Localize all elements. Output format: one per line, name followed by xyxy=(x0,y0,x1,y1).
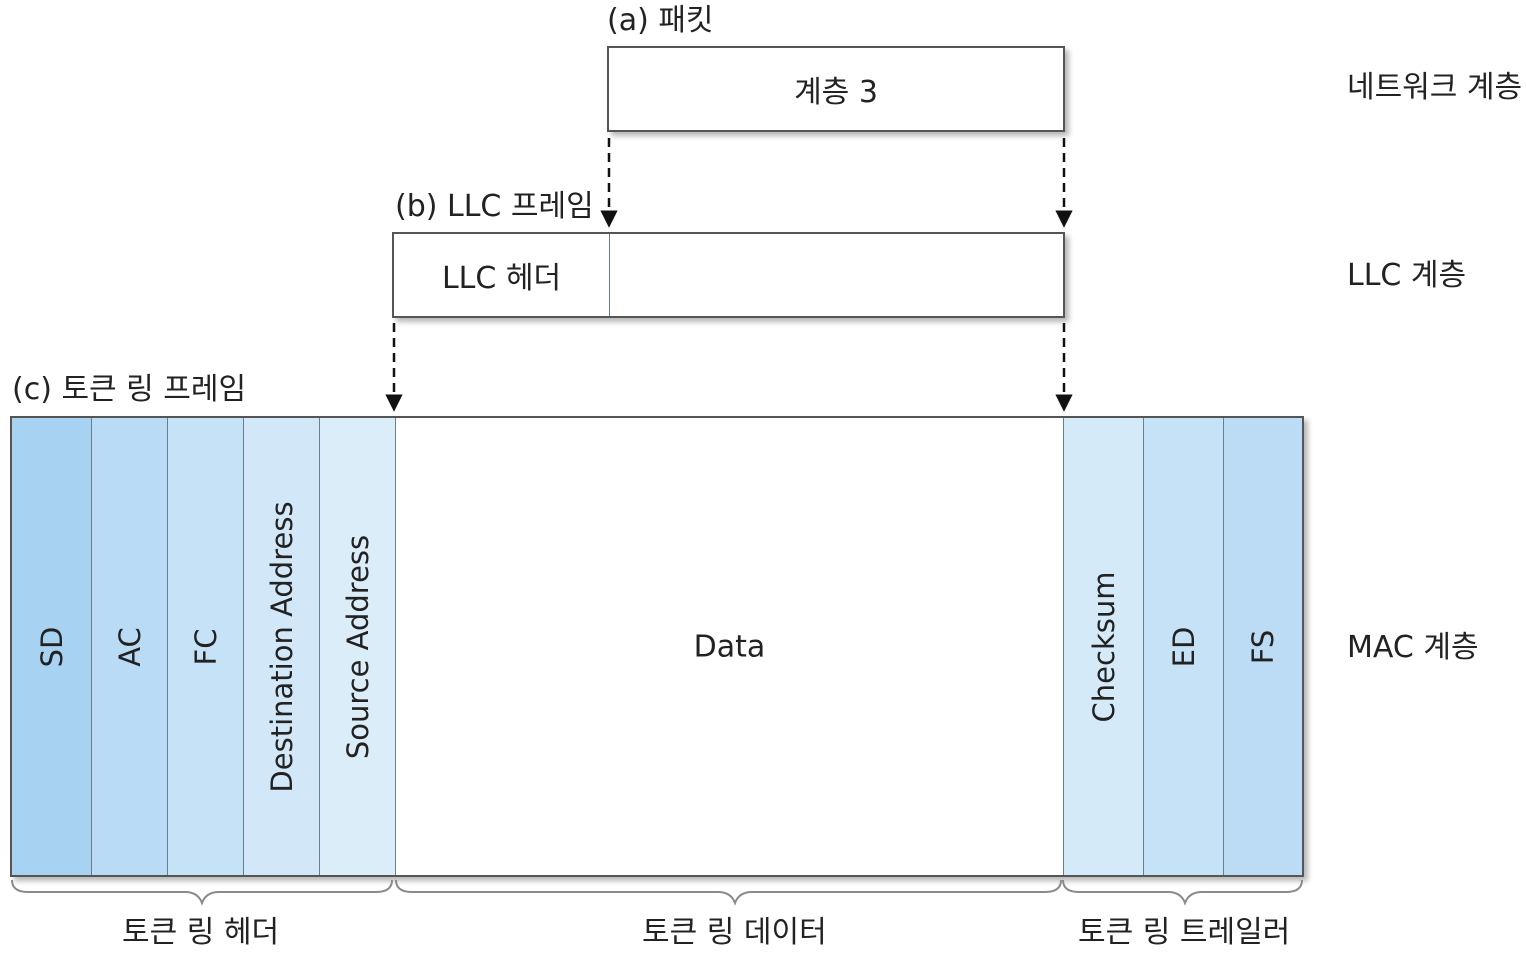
network-layer-label: 네트워크 계층 xyxy=(1347,70,1523,105)
packet-caption: (a) 패킷 xyxy=(607,3,714,38)
data-field: Data xyxy=(396,418,1064,875)
layer3-label: 계층 3 xyxy=(794,75,878,110)
data-label: Data xyxy=(693,629,766,664)
destination-address-field: Destination Address xyxy=(244,418,320,875)
llc-layer-label: LLC 계층 xyxy=(1347,258,1467,293)
llc-frame-caption: (b) LLC 프레임 xyxy=(395,189,594,224)
token-ring-frame-caption: (c) 토큰 링 프레임 xyxy=(12,372,247,407)
header-brace xyxy=(11,879,393,906)
token-ring-header-label: 토큰 링 헤더 xyxy=(122,915,280,950)
llc-frame-box: LLC 헤더 xyxy=(392,232,1065,318)
token-ring-trailer-label: 토큰 링 트레일러 xyxy=(1078,915,1291,950)
llc-header-cell: LLC 헤더 xyxy=(394,234,610,316)
fc-field: FC xyxy=(168,418,244,875)
ac-field: AC xyxy=(92,418,168,875)
sd-field: SD xyxy=(12,418,92,875)
ed-field: ED xyxy=(1144,418,1224,875)
fs-field: FS xyxy=(1224,418,1302,875)
mac-layer-label: MAC 계층 xyxy=(1347,630,1479,665)
source-address-field: Source Address xyxy=(320,418,396,875)
layer3-packet-box: 계층 3 xyxy=(607,46,1065,132)
llc-header-label: LLC 헤더 xyxy=(441,261,562,296)
token-ring-data-label: 토큰 링 데이터 xyxy=(642,915,827,950)
token-ring-frame-box: SD AC FC Destination Address Source Addr… xyxy=(10,416,1304,877)
checksum-field: Checksum xyxy=(1064,418,1144,875)
trailer-brace xyxy=(1062,879,1303,906)
llc-payload-cell xyxy=(610,234,1063,316)
data-brace xyxy=(395,879,1062,906)
